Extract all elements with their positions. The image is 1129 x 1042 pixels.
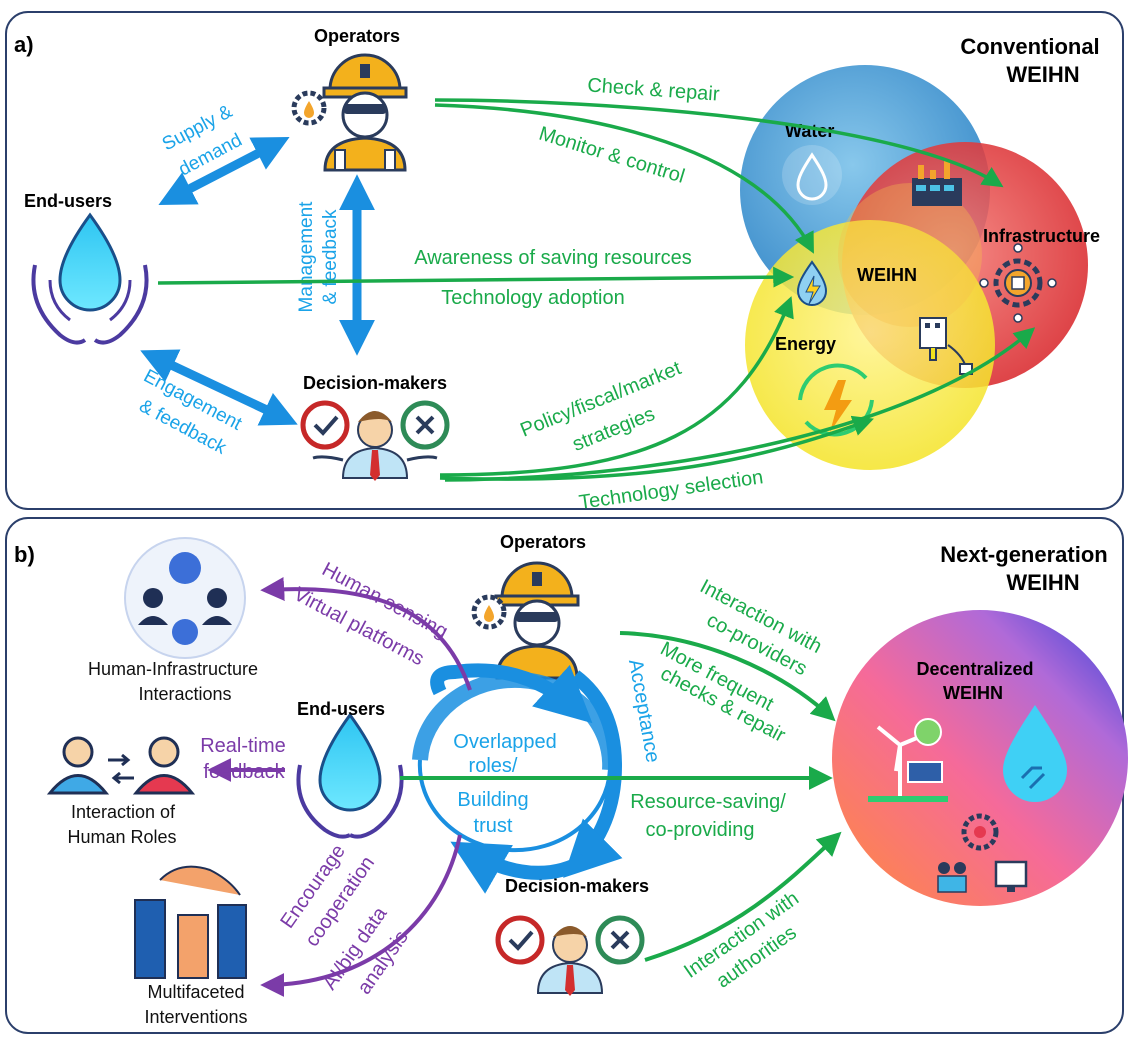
hii-label-2: Interactions bbox=[138, 684, 231, 704]
check-repair-arrow bbox=[434, 98, 1004, 188]
management-label-1: Management bbox=[296, 201, 317, 313]
panel-b-decision-makers-label: Decision-makers bbox=[505, 876, 649, 896]
handshake-stack-icon bbox=[134, 865, 247, 979]
tech-selection-arrow-2 bbox=[444, 327, 1036, 482]
panel-a-operators-label: Operators bbox=[314, 26, 400, 46]
roles-label-1: Interaction of bbox=[71, 802, 176, 822]
multi-label-2: Interventions bbox=[144, 1007, 247, 1027]
realtime-label-2: feedback bbox=[203, 761, 285, 783]
panel-a-title-1: Conventional bbox=[960, 34, 1099, 59]
engagement-feedback-arrow bbox=[140, 349, 298, 426]
resource-label-2: co-providing bbox=[646, 819, 755, 841]
intervention-arrow bbox=[260, 834, 462, 997]
supply-demand-arrow bbox=[158, 137, 290, 205]
city-plug-icon bbox=[919, 317, 973, 375]
panel-b-title-1: Next-generation bbox=[940, 542, 1107, 567]
human-infrastructure-icon bbox=[124, 537, 246, 659]
cycle-text-2: roles/ bbox=[469, 755, 518, 777]
panel-b-tag: b) bbox=[14, 542, 35, 567]
venn-energy-label: Energy bbox=[775, 334, 836, 354]
panel-a-end-users-label: End-users bbox=[24, 191, 112, 211]
trust-cycle bbox=[412, 663, 623, 894]
venn-infrastructure-label: Infrastructure bbox=[983, 226, 1100, 246]
end-user-hands-drop-icon-b bbox=[296, 712, 404, 839]
decision-maker-icon-b bbox=[495, 915, 645, 996]
panel-b-title-2: WEIHN bbox=[1006, 570, 1079, 595]
industry-icon bbox=[912, 160, 962, 206]
decentralized-label-2: WEIHN bbox=[943, 683, 1003, 703]
cycle-text-1: Overlapped bbox=[453, 731, 556, 753]
roles-label-2: Human Roles bbox=[67, 827, 176, 847]
cycle-text-3: Building bbox=[457, 789, 528, 811]
policy-arrow bbox=[439, 296, 794, 477]
venn-center-label: WEIHN bbox=[857, 265, 917, 285]
awareness-arrow bbox=[157, 266, 795, 288]
decentralized-label-1: Decentralized bbox=[916, 659, 1033, 679]
oil-gear-icon bbox=[291, 90, 327, 126]
authorities-arrow bbox=[644, 831, 842, 962]
multi-label-1: Multifaceted bbox=[147, 982, 244, 1002]
management-label-2: & feedback bbox=[320, 209, 341, 305]
water-drop-icon bbox=[782, 145, 842, 205]
awareness-label: Awareness of saving resources bbox=[414, 247, 692, 269]
realtime-label-1: Real-time bbox=[200, 735, 286, 757]
tech-adoption-label: Technology adoption bbox=[441, 287, 624, 309]
coproviders-arrow bbox=[619, 631, 836, 722]
wind-solar-icon bbox=[868, 718, 948, 802]
human-roles-icon bbox=[46, 736, 196, 795]
hii-label-1: Human-Infrastructure bbox=[88, 659, 258, 679]
energy-drop-icon bbox=[796, 260, 828, 306]
resource-label-1: Resource-saving/ bbox=[630, 791, 786, 813]
human-sensing-arrow bbox=[260, 577, 472, 691]
panel-a-title-2: WEIHN bbox=[1006, 62, 1079, 87]
operator-worker-icon bbox=[322, 53, 408, 172]
cycle-text-4: trust bbox=[474, 815, 513, 837]
panel-a-decision-makers-label: Decision-makers bbox=[303, 373, 447, 393]
decision-maker-icon bbox=[300, 400, 450, 481]
panel-a-tag: a) bbox=[14, 32, 34, 57]
end-user-hands-drop-icon bbox=[31, 212, 149, 345]
panel-b-end-users-label: End-users bbox=[297, 699, 385, 719]
decentralized-weihn-circle bbox=[832, 610, 1128, 906]
digital-drop-icon bbox=[1003, 705, 1067, 802]
renewable-energy-icon bbox=[798, 363, 874, 437]
oil-gear-icon-b bbox=[471, 594, 507, 630]
panel-b-operators-label: Operators bbox=[500, 532, 586, 552]
smart-city-gear-icon bbox=[979, 243, 1057, 323]
community-computer-gear-icon bbox=[937, 813, 1028, 893]
monitor-control-arrow bbox=[434, 103, 814, 254]
